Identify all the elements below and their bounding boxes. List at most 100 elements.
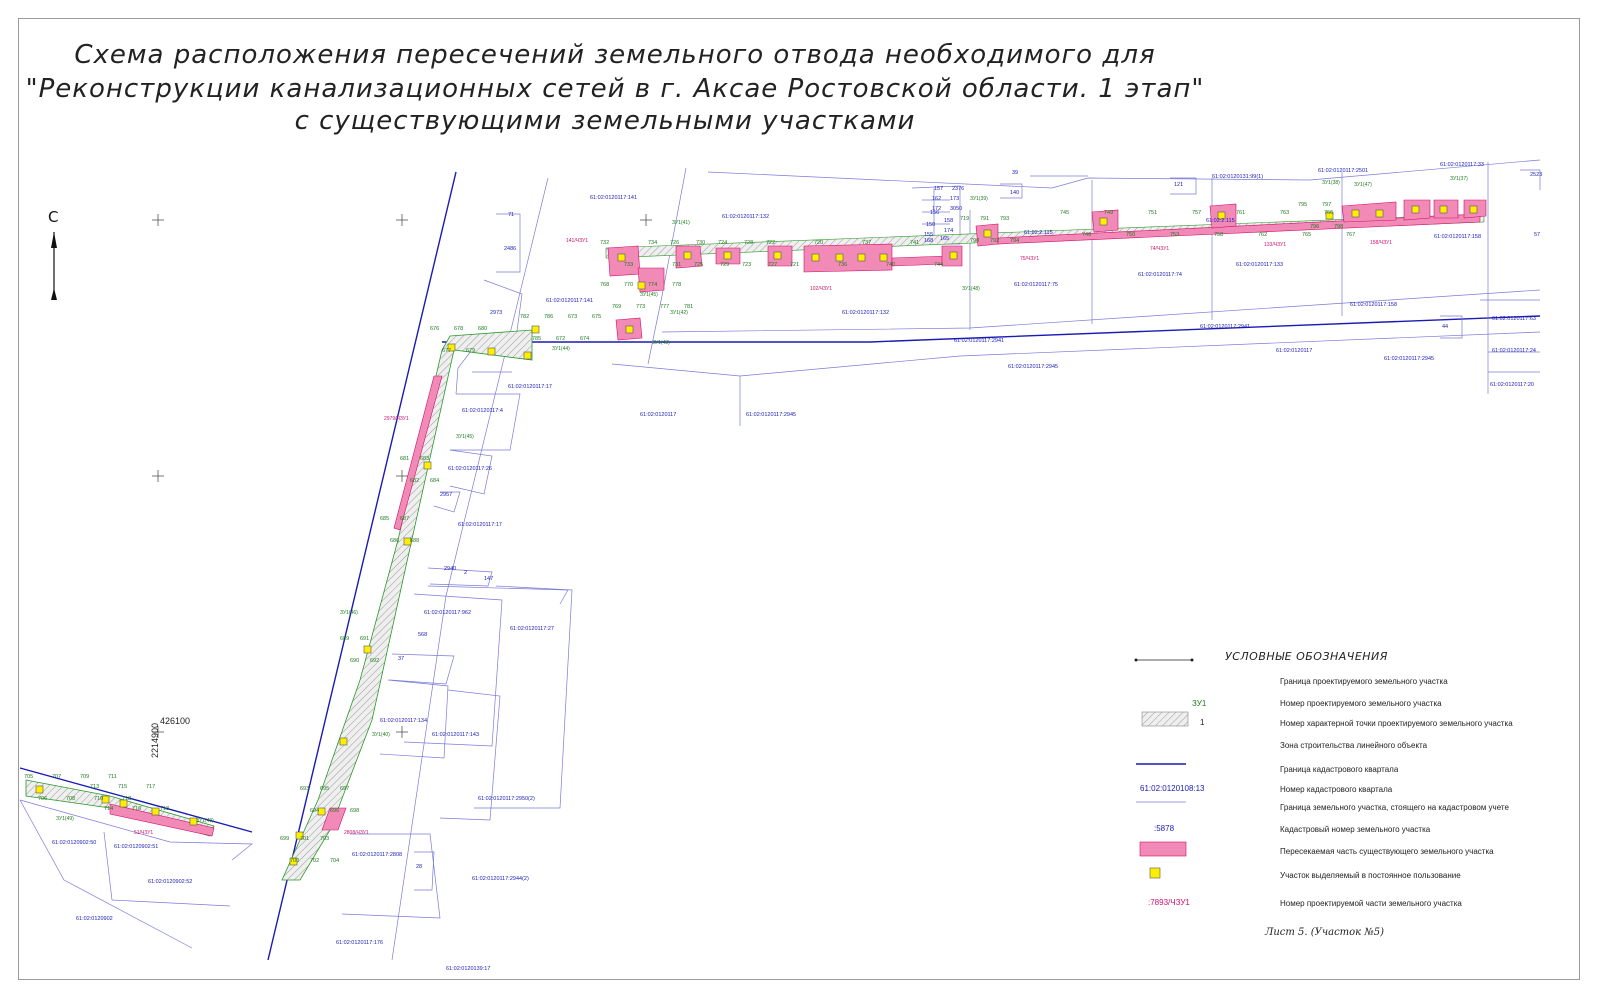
parcel-number: 150 [926, 222, 935, 228]
cadastral-number: 61:02:0120117:4 [462, 408, 503, 414]
point-number: 709 [80, 774, 89, 780]
point-number: 699 [280, 836, 289, 842]
coordinate-x: 426100 [160, 716, 191, 726]
cadastral-number: 61:02:0120117:2944(2) [472, 876, 529, 882]
legend-item-point-number: 1 Номер характерной точки проектируемого… [1160, 714, 1580, 734]
cadastral-number: 61:02:0120117:2941 [954, 338, 1004, 344]
cadastral-number: 61:02:2.115 [1024, 230, 1053, 236]
parcel-number: 71 [508, 212, 514, 218]
point-number: 686 [390, 538, 399, 544]
point-number: 757 [1192, 210, 1201, 216]
point-number: 793 [1000, 216, 1009, 222]
cadastral-number: 61:02:0120117:75 [1014, 282, 1058, 288]
legend-label: Участок выделяемый в постоянное пользова… [1280, 871, 1461, 880]
parcel-labels: 7124862973391401212523445729572940568372… [398, 170, 1542, 870]
zone-label: ЗУ1(39) [970, 196, 988, 202]
cadastral-number: 61:02:0120902 [76, 916, 113, 922]
part-label: 133/ЧЗУ1 [1264, 242, 1286, 248]
parcel-number: 2973 [490, 310, 502, 316]
cadastral-number: 61:02:0120117:158 [1434, 234, 1481, 240]
point-number: 777 [660, 304, 669, 310]
legend-symbols [1134, 658, 1194, 879]
point-number: 730 [696, 240, 705, 246]
quarter-boundaries [19, 171, 1541, 961]
point-number: 679 [466, 348, 475, 354]
cadastral-number: 61:02:0120117:141 [590, 195, 637, 201]
cadastral-number: 61:02:0120117:24 [1492, 348, 1536, 354]
cadastral-number: 61:02:0120117:962 [424, 610, 471, 616]
point-number: 769 [612, 304, 621, 310]
cadastral-number: 61:02:0120117:63 [1492, 316, 1536, 322]
parcel-number: 3050 [950, 206, 962, 212]
cadastral-number: 61:02:0120117:17 [458, 522, 502, 528]
point-number: 697 [340, 786, 349, 792]
point-number: 724 [718, 240, 727, 246]
parcel-number: 172 [932, 206, 941, 212]
point-number: 716 [132, 806, 141, 812]
point-number: 701 [300, 836, 309, 842]
point-number: 727 [768, 262, 777, 268]
parcel-number: 157 [934, 186, 943, 192]
cadastral-number: 61:02:0120117:2808 [352, 852, 402, 858]
cadastral-number: 61:02:0120117 [1276, 348, 1312, 354]
legend-item-quarter-number: 61:02:0120108:13 Номер кадастрового квар… [1140, 780, 1580, 800]
point-number: 797 [1322, 202, 1331, 208]
point-number: 691 [360, 636, 369, 642]
point-number: 745 [1060, 210, 1069, 216]
cadastral-number: 61:02:0120117:176 [336, 940, 383, 946]
point-number: 733 [624, 262, 633, 268]
point-number: 731 [672, 262, 681, 268]
sheet-frame [18, 18, 1580, 980]
legend-item-parcel-number: :5878 Кадастровый номер земельного участ… [1154, 820, 1580, 840]
legend-label: Граница земельного участка, стоящего на … [1280, 803, 1509, 812]
legend-label: Номер кадастрового квартала [1280, 785, 1393, 794]
zone-label: ЗУ1(47) [1354, 182, 1372, 188]
point-number: 705 [24, 774, 33, 780]
parcel-number: 37 [398, 656, 404, 662]
legend-item-intersection: Пересекаемая часть существующего земельн… [1160, 842, 1580, 862]
parcel-number: 57 [1534, 232, 1540, 238]
legend-label: Зона строительства линейного объекта [1280, 741, 1428, 750]
point-number: 702 [310, 858, 319, 864]
legend-title: УСЛОВНЫЕ ОБОЗНАЧЕНИЯ [1225, 650, 1388, 663]
point-number: 708 [66, 796, 75, 802]
parcel-number: 156 [930, 210, 939, 216]
cadastral-number: 61:02:0120139:17 [446, 966, 490, 972]
point-number: 688 [410, 538, 419, 544]
cadastral-number: 61:02:0120117:2941 [1200, 324, 1250, 330]
cadastral-number: 61:02:0120117:33 [1440, 162, 1484, 168]
legend-sample: 61:02:0120108:13 [1140, 784, 1205, 793]
part-label: 2808/ЧЗУ1 [344, 830, 369, 836]
point-number: 722 [766, 240, 775, 246]
cadastral-number: 61:02:0120117:132 [842, 310, 889, 316]
point-number: 693 [300, 786, 309, 792]
point-number: 751 [1148, 210, 1157, 216]
parcel-number: 174 [944, 228, 953, 234]
cadastral-number: 61:02:0120117:143 [432, 732, 479, 738]
point-number: 761 [1236, 210, 1245, 216]
point-number: 681 [400, 456, 409, 462]
cadastral-number: 61:02:0120117:2950(2) [478, 796, 535, 802]
point-number: 720 [814, 240, 823, 246]
parcel-number: 158 [944, 218, 953, 224]
point-number: 758 [1214, 232, 1223, 238]
point-number: 734 [648, 240, 657, 246]
part-label: 102/ЧЗУ1 [810, 286, 832, 292]
point-number: 714 [104, 806, 113, 812]
zone-label: ЗУ1(44) [552, 346, 570, 352]
parcel-number: 168 [924, 238, 933, 244]
cadastral-labels: 61:02:0120117:141 61:02:0120117:132 61:02:… [52, 162, 1536, 972]
point-number: 741 [910, 240, 919, 246]
legend-sample: :7893/ЧЗУ1 [1148, 898, 1190, 907]
zone-label: ЗУ1(45) [640, 292, 658, 298]
parcel-boundaries [19, 159, 1541, 961]
point-number: 798 [1334, 224, 1343, 230]
cadastral-number: 61:02:0120117:17 [508, 384, 552, 390]
point-number: 687 [400, 516, 409, 522]
point-number: 737 [862, 240, 871, 246]
point-number: 672 [556, 336, 565, 342]
parcel-number: 2940 [444, 566, 456, 572]
part-label: 74/ЧЗУ1 [1150, 246, 1169, 252]
point-number: 726 [670, 240, 679, 246]
title-line-3: с существующими земельными участками [294, 106, 916, 136]
